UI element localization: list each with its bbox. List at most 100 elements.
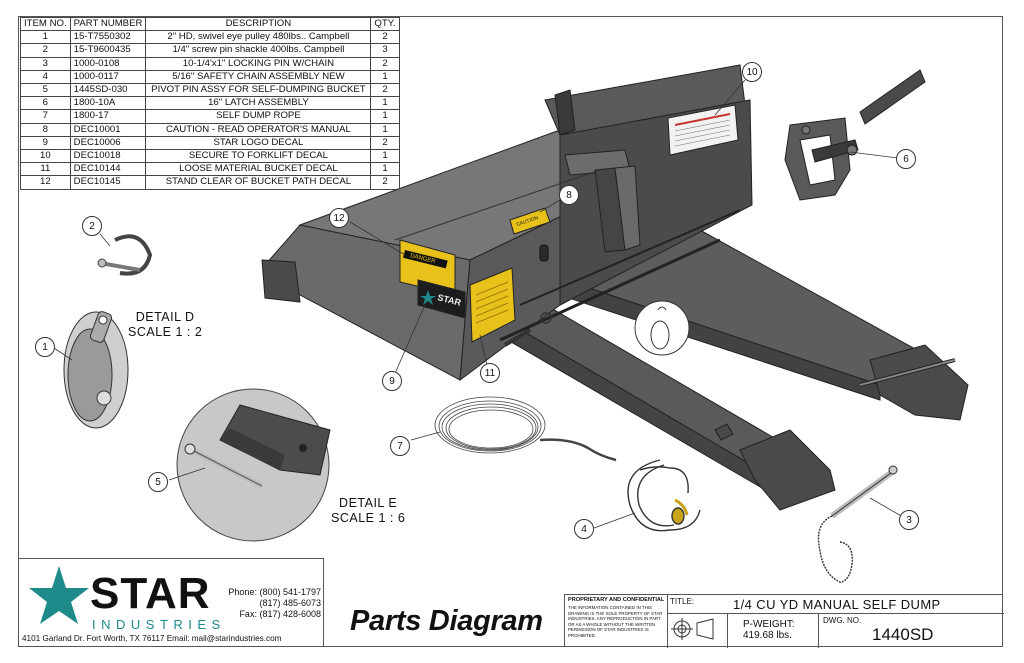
dwg-no-value: 1440SD [872, 625, 934, 644]
bom-part-number: 15-T9600435 [69, 43, 147, 58]
bom-qty: 1 [370, 149, 400, 164]
company-block [18, 558, 324, 647]
bom-part-number: 1000-0117 [69, 69, 147, 85]
detail-e-view [176, 388, 331, 542]
bom-header-row: ITEM NO. PART NUMBER DESCRIPTION QTY. [20, 16, 400, 32]
detail-d-label: DETAIL D SCALE 1 : 2 [128, 310, 202, 340]
bom-description: 1/4" screw pin shackle 400lbs. Campbell [145, 43, 372, 58]
bom-item-no: 9 [20, 135, 71, 151]
page-title: Parts Diagram [350, 605, 543, 637]
balloon-2: 2 [82, 216, 102, 236]
bom-part-number: 1000-0108 [69, 56, 147, 71]
balloon-7: 7 [390, 436, 410, 456]
screw-pin-shackle [97, 234, 153, 276]
bom-part-number: 1800-17 [69, 109, 147, 124]
bom-description: SELF DUMP ROPE [145, 109, 372, 124]
bom-qty: 2 [370, 83, 400, 98]
bucket-body [261, 64, 753, 382]
balloon-10: 10 [742, 62, 762, 82]
company-phone-2: (817) 485-6073 [259, 598, 321, 608]
safety-chain-assembly [627, 459, 701, 532]
bom-qty: 1 [370, 162, 400, 177]
bom-description: CAUTION - READ OPERATOR'S MANUAL [145, 122, 372, 137]
bom-part-number: 1445SD-030 [69, 83, 147, 98]
bom-item-no: 4 [20, 69, 71, 85]
weight-label: P-WEIGHT: [743, 619, 795, 630]
detail-e-scale: SCALE 1 : 6 [331, 511, 406, 525]
bom-qty: 1 [370, 69, 400, 85]
company-phone: Phone: (800) 541-1797 [228, 587, 321, 597]
balloon-5: 5 [148, 472, 168, 492]
company-tagline: INDUSTRIES [92, 617, 226, 632]
bom-qty: 1 [370, 96, 400, 111]
bom-item-no: 12 [20, 175, 71, 190]
bom-description: 16" LATCH ASSEMBLY [145, 96, 372, 111]
self-dump-rope [434, 396, 617, 462]
bom-qty: 3 [370, 43, 400, 58]
company-name: STAR [90, 569, 211, 618]
bom-description: STAR LOGO DECAL [145, 135, 372, 151]
bom-description: LOOSE MATERIAL BUCKET DECAL [145, 162, 372, 177]
balloon-1: 1 [35, 337, 55, 357]
company-fax: Fax: (817) 428-6008 [239, 609, 321, 619]
balloon-8: 8 [559, 185, 579, 205]
drawing-frame [18, 16, 1003, 647]
latch-assembly [784, 69, 926, 201]
bom-qty: 2 [370, 175, 400, 190]
bom-item-no: 5 [20, 83, 71, 98]
fork-stop-bracket [714, 423, 734, 441]
drawing-title: 1/4 CU YD MANUAL SELF DUMP [733, 597, 941, 612]
bom-qty: 1 [370, 122, 400, 137]
proprietary-title: PROPRIETARY AND CONFIDENTIAL [568, 597, 665, 603]
star-logo-decal: STAR [417, 279, 466, 319]
swivel-eye-pulley [63, 311, 129, 429]
bom-qty: 2 [370, 30, 400, 45]
detail-d-name: DETAIL D [135, 310, 195, 324]
title-block: PROPRIETARY AND CONFIDENTIAL THE INFORMA… [564, 594, 1004, 648]
detail-e-name: DETAIL E [339, 496, 398, 510]
bom-description: 10-1/4'x1" LOCKING PIN W/CHAIN [145, 56, 372, 71]
bom-part-number: DEC10006 [69, 135, 147, 151]
locking-pin-with-chain [817, 465, 898, 584]
danger-decal: DANGER [399, 239, 456, 296]
balloon-3: 3 [899, 510, 919, 530]
detail-d-scale: SCALE 1 : 2 [128, 325, 203, 339]
bom-qty: 1 [370, 109, 400, 124]
company-contact: Phone: (800) 541-1797 (817) 485-6073 Fax… [228, 587, 321, 620]
bom-header-item: ITEM NO. [20, 16, 71, 32]
bom-description: STAND CLEAR OF BUCKET PATH DECAL [145, 175, 372, 190]
balloon-9: 9 [382, 371, 402, 391]
bom-part-number: 1800-10A [69, 96, 147, 111]
bom-item-no: 10 [20, 149, 71, 164]
company-address: 4101 Garland Dr. Fort Worth, TX 76117 Em… [22, 634, 282, 643]
lower-fork [468, 289, 836, 511]
bom-item-no: 1 [20, 30, 71, 45]
star-logo-icon [29, 566, 89, 624]
detail-e-label: DETAIL E SCALE 1 : 6 [331, 496, 405, 526]
proprietary-text: THE INFORMATION CONTAINED IN THIS DRAWIN… [568, 605, 663, 638]
bucket-latch-slot [539, 244, 549, 262]
weight-value: 419.68 lbs. [743, 630, 792, 641]
balloon-leaders [53, 79, 904, 529]
dwg-no-label: DWG. NO. [823, 616, 862, 625]
loose-material-decal [469, 267, 516, 343]
title-label: TITLE: [670, 597, 695, 606]
bom-header-qty: QTY. [370, 16, 400, 32]
secure-forklift-decal [667, 104, 739, 156]
balloon-12: 12 [329, 208, 349, 228]
balloon-11: 11 [480, 363, 500, 383]
projection-symbol-icon [671, 618, 714, 640]
